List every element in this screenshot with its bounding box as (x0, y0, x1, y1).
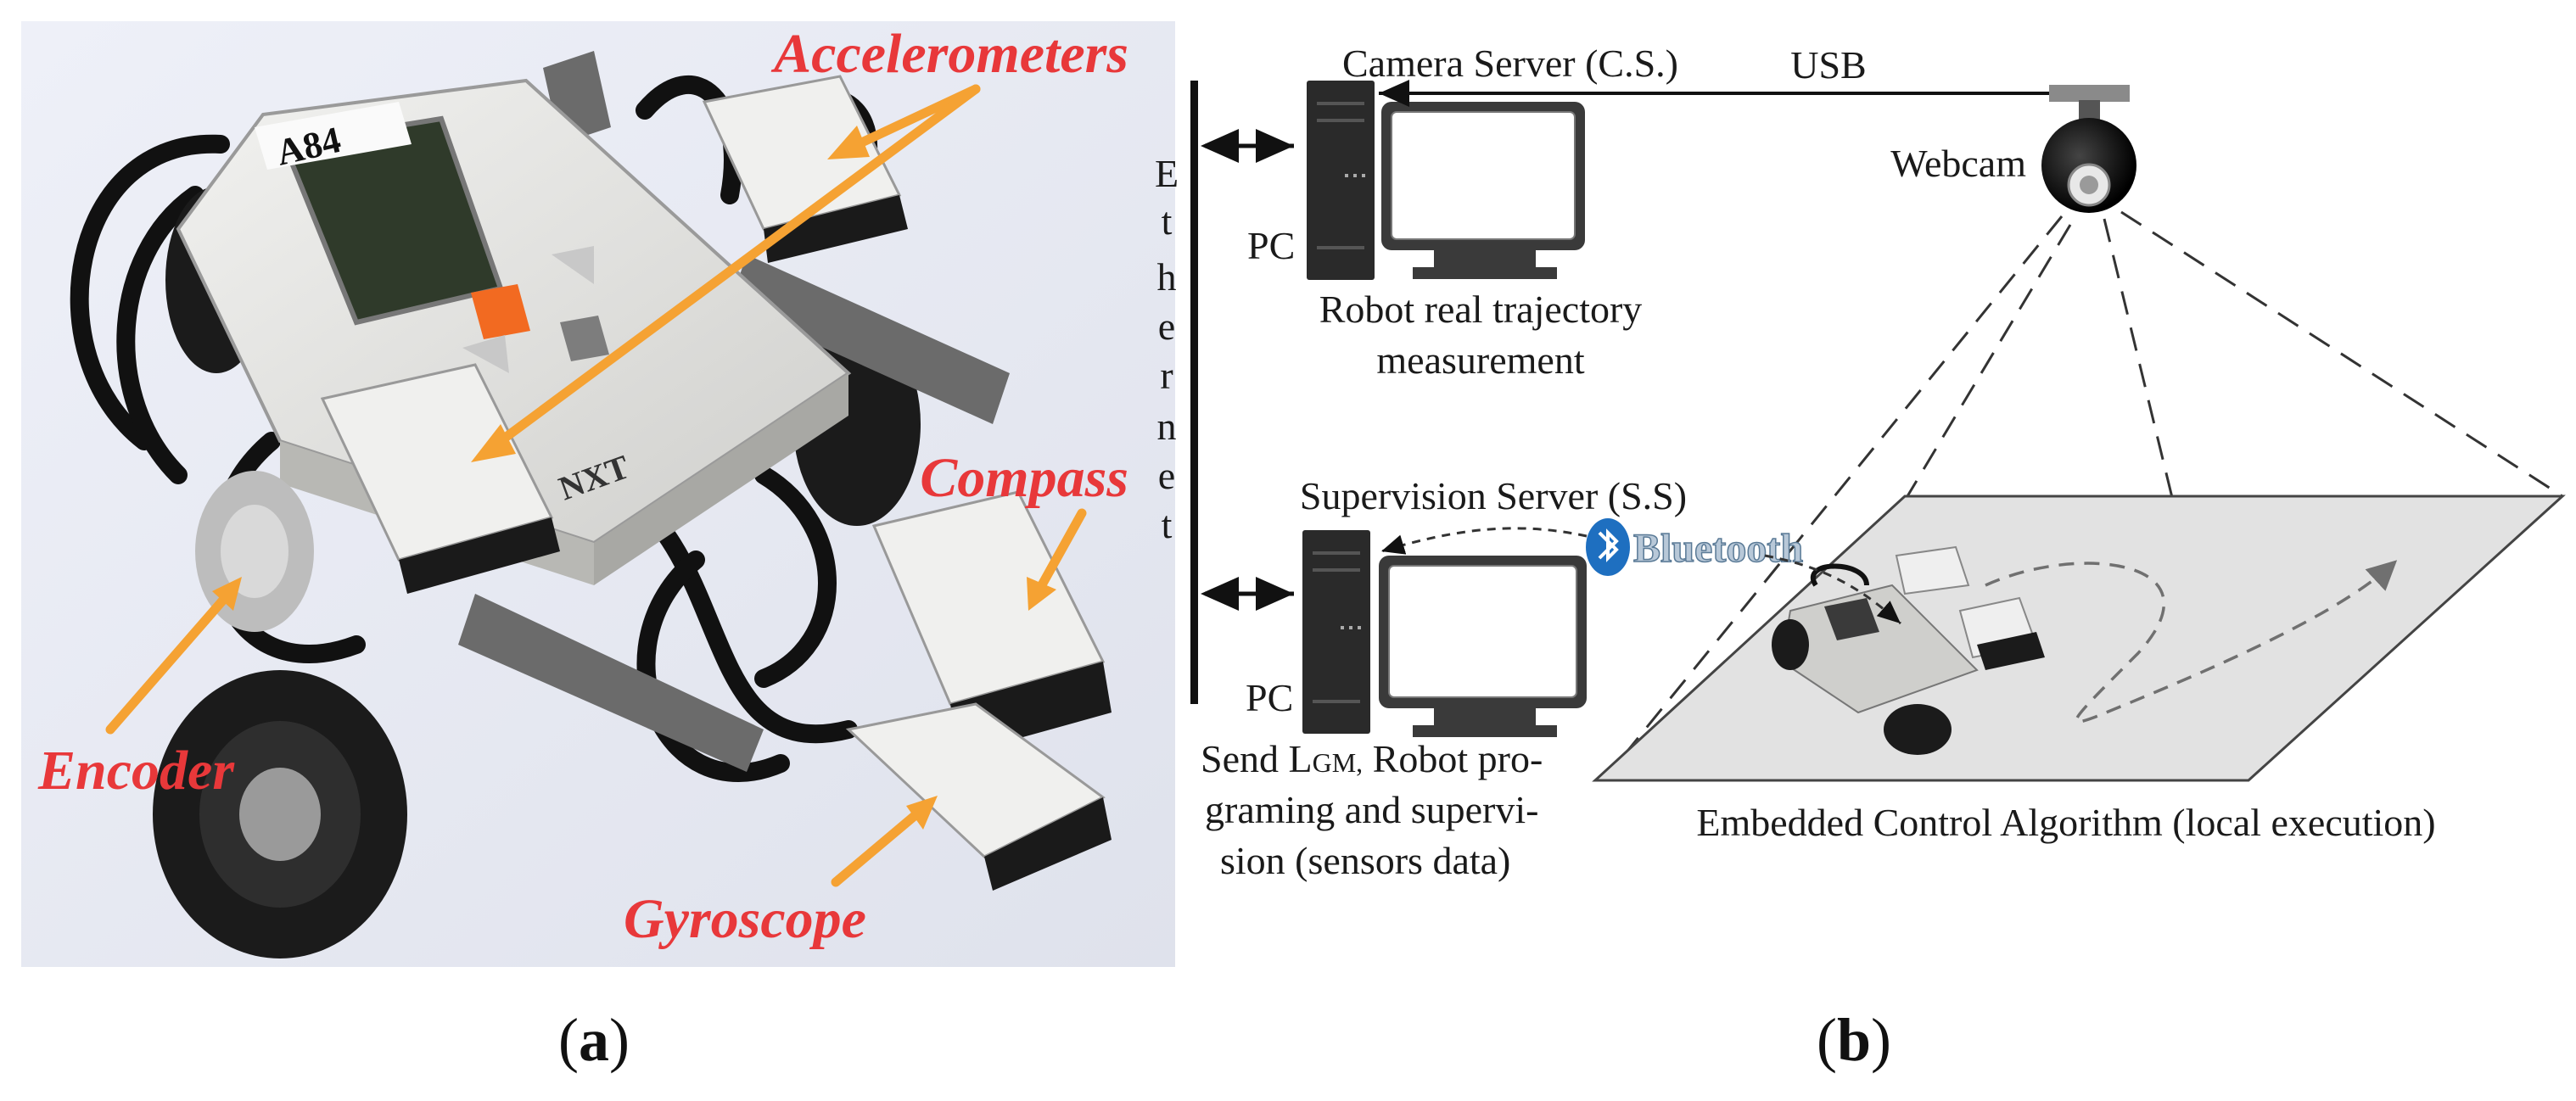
bluetooth-label: Bluetooth (1633, 526, 1803, 571)
arrow-to-accelerometer-front (496, 84, 981, 446)
panel-letter-a: a (579, 1006, 609, 1074)
arrow-head-accelerometer-front (471, 424, 516, 462)
caption-lgm-subscript: GM, (1313, 747, 1364, 778)
supervision-server-pc (1302, 530, 1587, 737)
arrow-head-encoder (212, 577, 242, 611)
webcam-icon (2041, 85, 2136, 213)
ethernet-label: E t h e r n e t (1155, 152, 1179, 546)
robot-thumbnail (1772, 545, 2045, 755)
camera-field-of-view (1602, 210, 2563, 781)
panel-label-b: (b) (1817, 1006, 1891, 1074)
gyroscope-label: Gyroscope (624, 888, 866, 950)
supervision-server-tower-icon (1302, 530, 1370, 734)
compass-label: Compass (920, 447, 1128, 509)
bluetooth-link-to-robot (1764, 554, 1901, 625)
ethernet-letter: r (1160, 354, 1173, 397)
panel-label-a: (a) (558, 1006, 630, 1074)
bluetooth-logo: Bluetooth (1586, 518, 1804, 576)
robot-trajectory-path (1985, 560, 2398, 724)
caption-send: Send L (1201, 737, 1313, 780)
ethernet-letter: n (1157, 405, 1177, 448)
robot-cables (70, 75, 878, 782)
panel-letter-b: b (1837, 1006, 1871, 1074)
encoder-label: Encoder (37, 740, 235, 802)
webcam-label: Webcam (1890, 142, 2026, 185)
pc-label-camera-server: PC (1247, 224, 1295, 267)
bluetooth-link-to-server (1380, 527, 1588, 555)
ethernet-bus (1190, 81, 1198, 704)
ethernet-letter: e (1158, 305, 1175, 348)
accelerometers-label: Accelerometers (770, 23, 1128, 85)
embedded-control-caption: Embedded Control Algorithm (local execut… (1696, 801, 2435, 844)
arrow-head-compass (1027, 577, 1056, 611)
ethernet-letter: E (1155, 152, 1179, 195)
supervision-caption-line1: Send LGM, Robot pro- (1201, 737, 1543, 780)
supervision-caption-line2: graming and supervi- (1205, 788, 1538, 831)
ethernet-letter: t (1162, 503, 1173, 546)
camera-caption-line1: Robot real trajectory (1319, 288, 1643, 331)
robot-photo: A84 NXT (21, 21, 1175, 967)
ethernet-letter: e (1158, 454, 1175, 497)
supervision-server-title: Supervision Server (S.S) (1300, 474, 1687, 517)
usb-label: USB (1790, 43, 1866, 87)
arrow-to-compass (1034, 508, 1087, 595)
camera-server-tower-icon (1307, 81, 1375, 280)
sensor-arrows (105, 84, 1087, 887)
camera-server-pc (1307, 81, 1585, 280)
arrow-to-gyroscope (831, 809, 921, 887)
arrow-head-accelerometer-top (827, 126, 870, 159)
arrow-to-encoder (105, 593, 230, 735)
system-diagram: E t h e r n e t Camera Server (C.S.) PC … (1155, 42, 2566, 882)
brick-grey-button (560, 316, 609, 361)
ethernet-letter: h (1157, 255, 1177, 299)
camera-caption-line2: measurement (1376, 338, 1584, 382)
robot-beams (458, 51, 1010, 772)
pc-label-supervision-server: PC (1246, 676, 1293, 719)
brick-orange-button (471, 284, 530, 339)
ethernet-letter: t (1162, 199, 1173, 243)
caption-robot-pro: Robot pro- (1363, 737, 1543, 780)
camera-server-title: Camera Server (C.S.) (1342, 42, 1678, 85)
supervision-caption-line3: sion (sensors data) (1220, 839, 1510, 882)
accelerometer-sensor-front (320, 363, 560, 594)
gyroscope-sensor (845, 702, 1112, 891)
arrow-head-gyroscope (906, 796, 938, 830)
accelerometer-sensor-top (702, 75, 908, 263)
